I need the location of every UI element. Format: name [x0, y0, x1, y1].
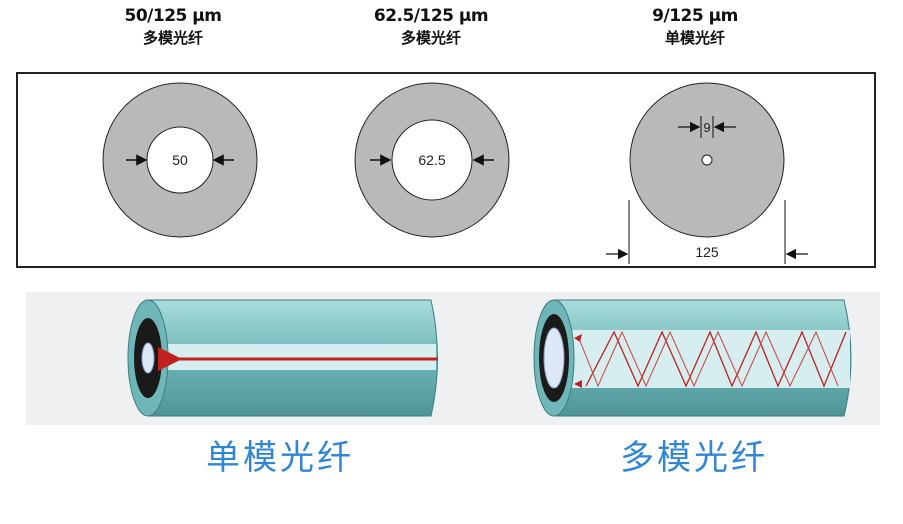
single-mode-fiber	[127, 299, 438, 417]
fiber-type-label: 多模光纤	[400, 29, 461, 47]
light-ray-arrowhead-top	[574, 334, 582, 342]
light-ray-zigzag-2	[577, 330, 839, 388]
core-circle	[701, 154, 713, 166]
fiber-type-label: 多模光纤	[142, 29, 203, 47]
label-50-125: 50/125 μm 多模光纤	[108, 6, 238, 48]
fiber-type-label: 单模光纤	[664, 29, 725, 47]
light-ray-arrowhead-bottom	[574, 380, 582, 388]
fiber-illustrations	[127, 299, 852, 417]
core-circle	[391, 119, 473, 201]
cross-section-62-5-125: 62.5	[354, 82, 510, 238]
fiber-spec-label: 50/125 μm	[124, 6, 223, 26]
cross-section-9-125: 9 125	[606, 82, 808, 264]
core-diameter-label: 50	[172, 152, 188, 168]
multi-mode-fiber	[533, 299, 852, 417]
fiber-inner-channel	[554, 330, 850, 388]
cross-section-50-125: 50	[102, 82, 258, 238]
core-diameter-label: 9	[703, 120, 710, 135]
fiber-spec-label: 62.5/125 μm	[373, 6, 489, 26]
fiber-illustration-band	[26, 292, 880, 425]
caption-multi-mode: 多模光纤	[620, 438, 768, 478]
cladding-diameter-label: 125	[695, 244, 719, 260]
caption-single-mode: 单模光纤	[206, 438, 354, 478]
label-9-125: 9/125 μm 单模光纤	[630, 6, 760, 48]
light-ray-zigzag	[585, 330, 847, 388]
core-diameter-label: 62.5	[418, 152, 445, 168]
cross-section-diagram: 50 62.5 9 125	[102, 82, 808, 264]
fiber-end-core	[543, 327, 565, 389]
cross-section-panel: 50 62.5 9 125	[16, 72, 876, 268]
fiber-spec-label: 9/125 μm	[652, 6, 738, 26]
label-62-5-125: 62.5/125 μm 多模光纤	[356, 6, 506, 48]
fiber-end-core	[141, 342, 155, 374]
fiber-inner-channel	[148, 344, 436, 370]
